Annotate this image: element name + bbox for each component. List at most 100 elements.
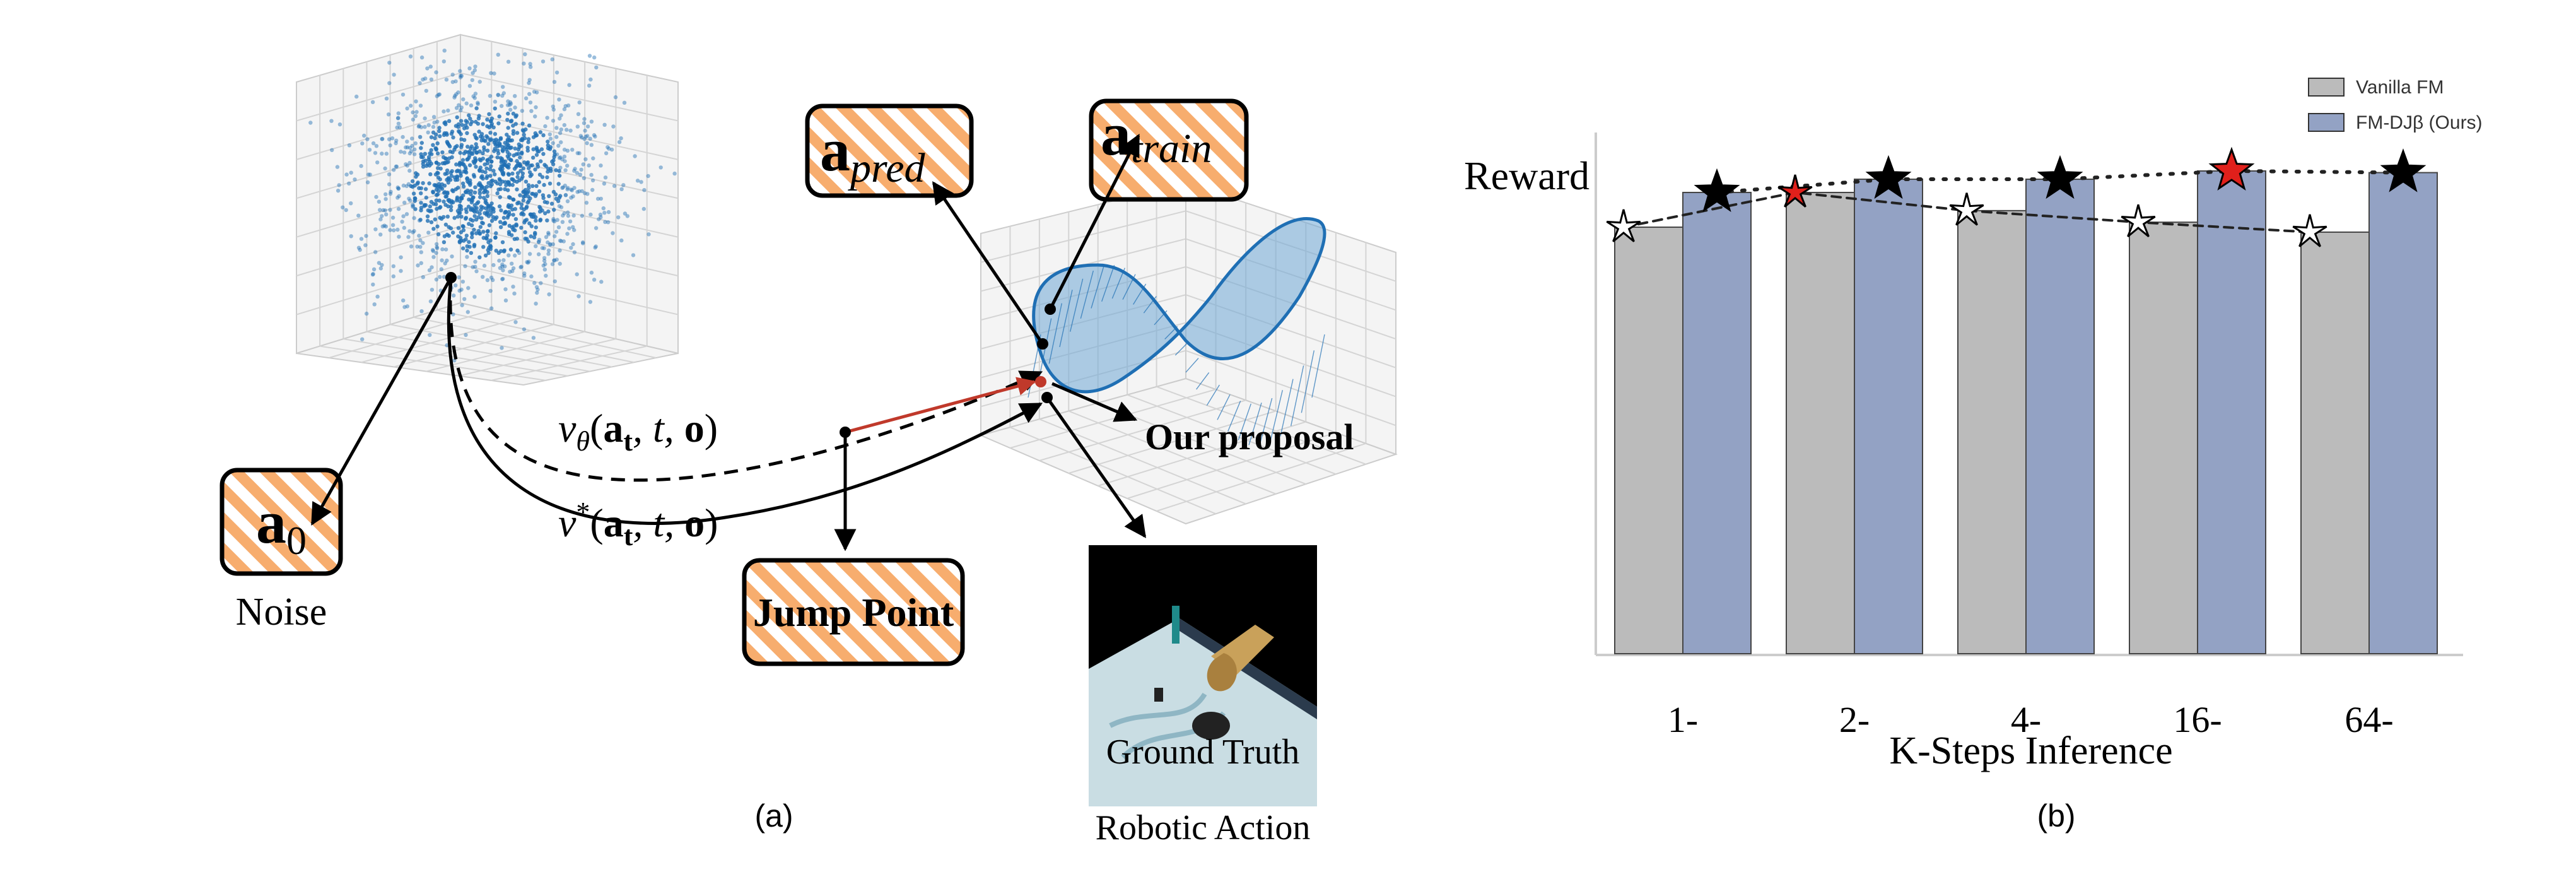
legend-swatch-vanilla <box>2308 78 2345 97</box>
scatter-point <box>534 215 538 220</box>
star-marker-vanilla <box>1949 192 1984 226</box>
scatter-point <box>421 77 425 82</box>
scatter-point <box>344 172 349 177</box>
scatter-point <box>485 194 489 198</box>
scatter-point <box>435 242 439 247</box>
scatter-point <box>587 83 592 88</box>
scatter-point <box>507 103 512 107</box>
scatter-point <box>483 170 488 175</box>
scatter-point <box>529 109 534 114</box>
scatter-point <box>423 116 427 121</box>
scatter-point <box>414 174 418 179</box>
bar-ours-1- <box>1682 192 1752 654</box>
scatter-point <box>415 244 419 249</box>
scatter-point <box>426 130 430 135</box>
scatter-point <box>479 204 484 209</box>
scatter-point <box>518 155 522 160</box>
scatter-point <box>473 259 477 264</box>
scatter-point <box>511 285 515 289</box>
scatter-point <box>599 280 604 284</box>
scatter-point <box>372 267 377 271</box>
scatter-point <box>423 76 428 81</box>
panel-a-caption: (a) <box>754 798 793 834</box>
panel-b-caption: (b) <box>2037 798 2075 834</box>
mesh-line <box>1048 303 1063 364</box>
arrows <box>310 133 1147 551</box>
scatter-point <box>476 121 481 126</box>
scatter-point <box>647 232 651 237</box>
scatter-point <box>380 214 384 218</box>
scatter-point <box>525 260 529 264</box>
scatter-point <box>337 122 342 127</box>
scatter-point <box>431 130 436 135</box>
scatter-point <box>408 198 413 203</box>
scatter-point <box>525 145 530 150</box>
scatter-point <box>496 93 500 97</box>
scatter-point <box>611 124 616 129</box>
scatter-point <box>501 221 506 226</box>
scatter-point <box>488 204 493 208</box>
scatter-point <box>542 182 546 187</box>
scatter-point <box>606 209 611 215</box>
a-train-sub: train <box>1131 126 1212 172</box>
scatter-point <box>446 109 450 113</box>
grid-line <box>366 331 590 372</box>
scatter-point <box>467 66 472 71</box>
scatter-point <box>476 228 481 233</box>
scatter-point <box>522 220 527 225</box>
scatter-point <box>450 254 454 259</box>
scatter-point <box>486 251 491 256</box>
scatter-point <box>474 150 479 155</box>
scatter-point <box>460 122 464 127</box>
scatter-point <box>500 93 505 98</box>
scatter-point <box>397 235 401 239</box>
scatter-point <box>344 208 348 213</box>
noise-scatter-cloud <box>308 49 677 363</box>
scatter-point <box>593 245 597 250</box>
scatter-point <box>672 171 677 176</box>
scatter-point <box>486 142 491 146</box>
scatter-point <box>513 122 518 126</box>
scatter-point <box>354 94 359 99</box>
scatter-point <box>445 191 450 195</box>
scatter-point <box>401 183 406 188</box>
scatter-point <box>408 54 413 59</box>
scatter-point <box>580 240 585 245</box>
scatter-point <box>493 132 498 136</box>
scatter-point <box>533 114 537 119</box>
scatter-point <box>469 189 473 193</box>
scatter-point <box>541 263 546 268</box>
mesh-line <box>1269 390 1284 444</box>
scatter-point <box>405 106 409 111</box>
scatter-point <box>534 302 538 306</box>
scatter-point <box>405 145 410 150</box>
scatter-point <box>631 253 636 257</box>
scatter-point <box>387 81 392 85</box>
scatter-point <box>524 218 529 222</box>
scatter-point <box>588 212 593 217</box>
scatter-point <box>384 151 389 156</box>
scatter-point <box>404 184 409 189</box>
scatter-point <box>365 180 370 185</box>
scatter-point <box>459 145 464 150</box>
scatter-point <box>380 137 384 141</box>
scatter-point <box>585 141 589 145</box>
scatter-point <box>522 271 527 276</box>
scatter-point <box>503 298 508 303</box>
star-marker-ours <box>2380 148 2427 192</box>
scatter-point <box>503 209 508 214</box>
scatter-point <box>552 208 556 212</box>
scatter-point <box>396 206 401 211</box>
scatter-point <box>471 71 475 75</box>
scatter-point <box>544 235 549 239</box>
scatter-point <box>472 96 477 100</box>
scatter-point <box>503 287 508 292</box>
scatter-point <box>555 218 559 222</box>
scatter-point <box>429 209 433 213</box>
scatter-point <box>546 230 551 235</box>
star-marker-vanilla <box>2121 204 2156 237</box>
scatter-point <box>455 215 460 219</box>
scatter-point <box>491 168 496 173</box>
scatter-point <box>469 223 474 228</box>
scatter-point <box>419 201 423 205</box>
